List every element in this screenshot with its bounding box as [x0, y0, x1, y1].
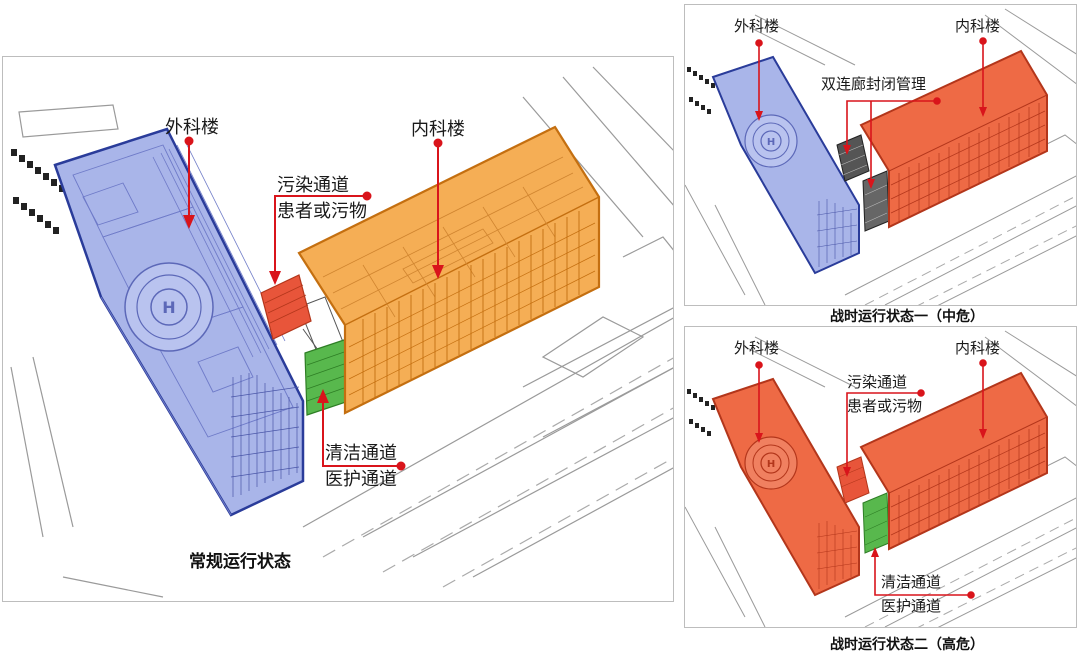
medium-annotations [755, 37, 987, 189]
high-medicine-label: 内科楼 [955, 339, 1001, 357]
medicine-building [297, 125, 601, 415]
svg-text:H: H [767, 137, 775, 148]
parking-dashes [322, 357, 673, 588]
main-diagram-panel: H [2, 56, 674, 602]
dirty-corridor-main [260, 274, 312, 340]
parked-vehicles-medium [687, 67, 715, 114]
main-medicine-label: 内科楼 [411, 119, 465, 140]
high-clean-corridor-label-2: 医护通道 [881, 597, 942, 615]
medium-surgery-building: H [711, 55, 860, 275]
svg-text:H: H [162, 298, 175, 317]
site-lines-medium [685, 8, 1076, 305]
helipad-icon [124, 262, 214, 352]
high-dirty-corridor-label-2: 患者或污物 [847, 397, 923, 415]
medium-medicine-building [859, 49, 1048, 229]
main-dirty-corridor-label-1: 污染通道 [277, 175, 349, 196]
main-clean-corridor-label-1: 清洁通道 [325, 443, 397, 464]
parked-vehicles [11, 149, 65, 234]
surgery-building: H [53, 127, 305, 517]
main-annotations [183, 136, 444, 471]
high-diagram-svg: H [685, 330, 1076, 627]
main-diagram-svg: H [10, 66, 673, 598]
main-caption: 常规运行状态 [189, 552, 291, 572]
medium-diagram-svg: H [685, 8, 1076, 305]
main-dirty-corridor-label-2: 患者或污物 [277, 201, 367, 222]
parked-vehicles-high [687, 389, 715, 436]
main-surgery-label: 外科楼 [165, 117, 219, 138]
medium-surgery-label: 外科楼 [734, 17, 780, 35]
high-surgery-building: H [711, 377, 860, 597]
main-clean-corridor-label-2: 医护通道 [325, 469, 397, 490]
high-surgery-label: 外科楼 [734, 339, 780, 357]
site-lines [10, 66, 673, 598]
high-clean-corridor-label-1: 清洁通道 [881, 573, 942, 591]
high-annotations [755, 359, 987, 599]
medium-risk-panel: H [684, 4, 1077, 306]
high-dirty-corridor-label-1: 污染通道 [847, 373, 908, 391]
high-caption: 战时运行状态二（高危） [830, 637, 984, 653]
high-clean-corridor [862, 492, 890, 554]
medium-double-corridor-label: 双连廊封闭管理 [819, 75, 929, 93]
medium-caption: 战时运行状态一（中危） [830, 309, 984, 325]
svg-text:H: H [767, 459, 775, 470]
medium-medicine-label: 内科楼 [955, 17, 1001, 35]
high-risk-panel: H [684, 326, 1077, 628]
high-medicine-building [859, 371, 1048, 551]
clean-corridor-main [304, 338, 350, 416]
